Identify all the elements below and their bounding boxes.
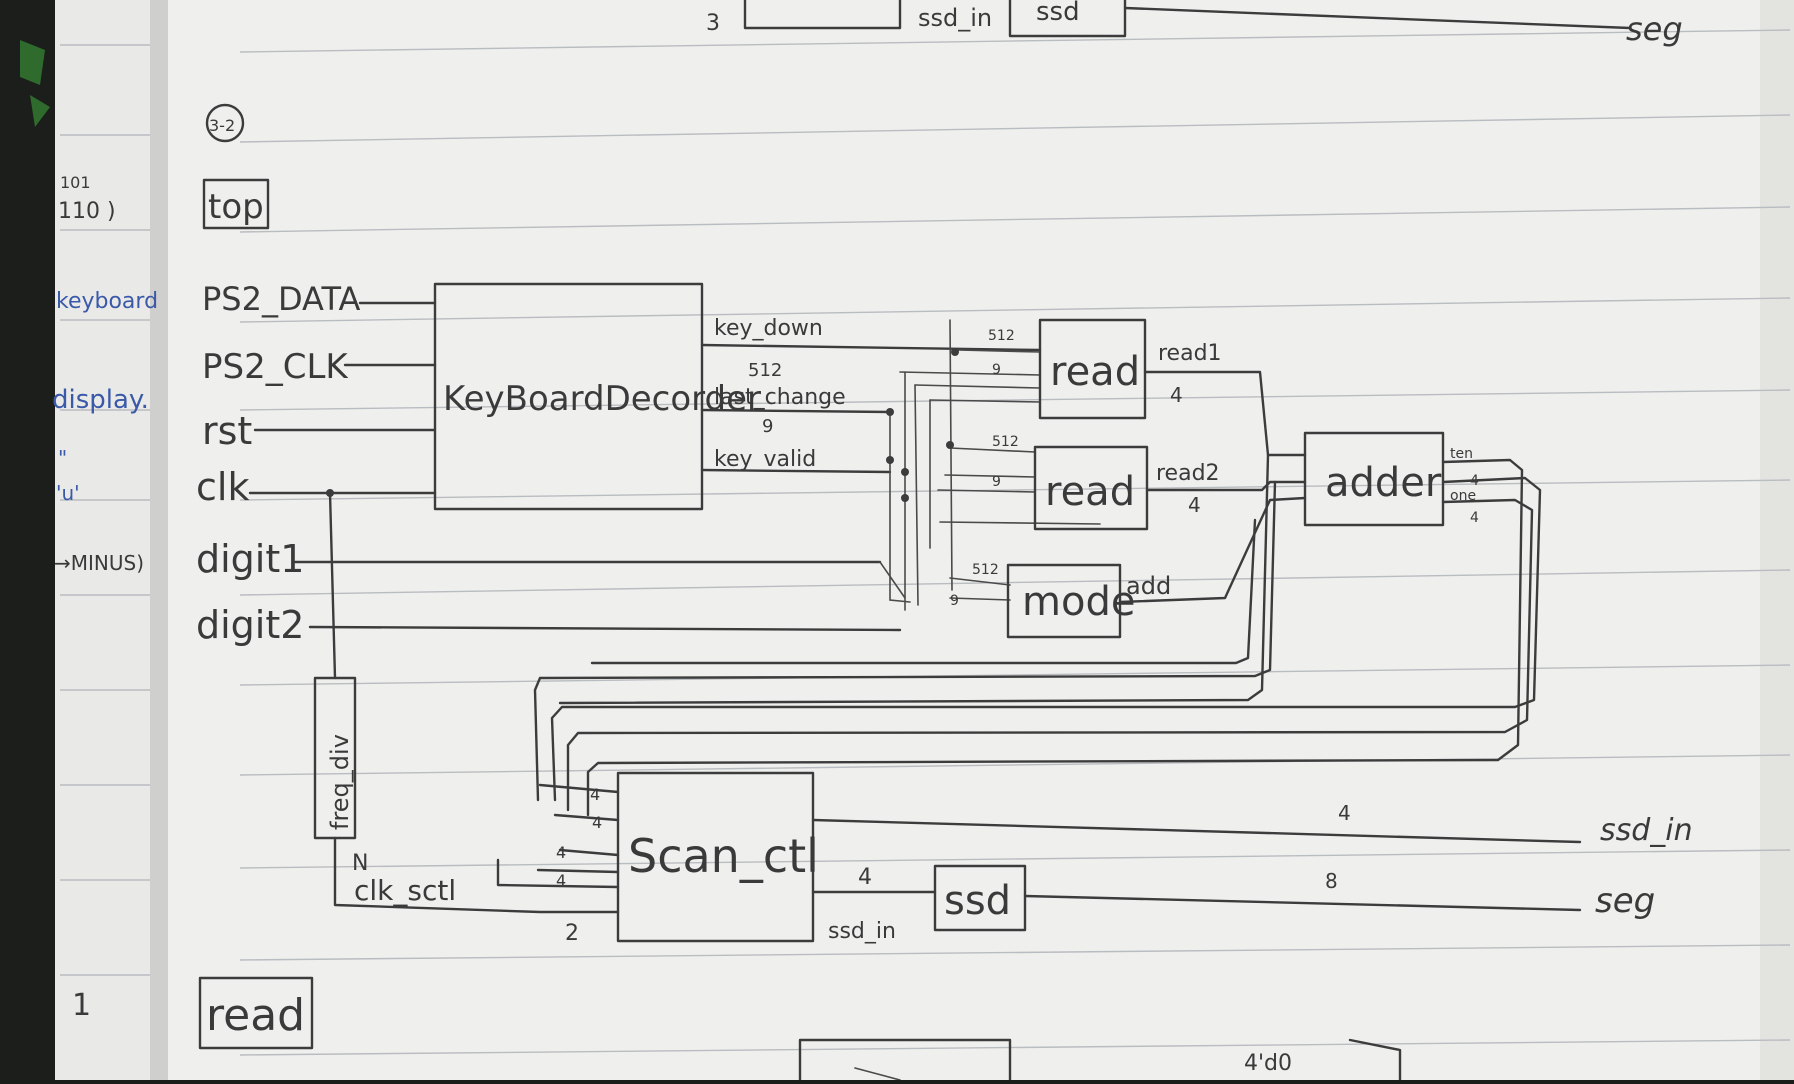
decoder-outputs: key_down last_change key_valid 512 9: [700, 316, 1042, 474]
page-gutter: [150, 0, 170, 1080]
read2-width-4: 4: [1188, 493, 1201, 517]
wire-ten: ten: [1450, 446, 1473, 462]
clk-sctl-width: 2: [565, 921, 579, 946]
wire-read1-path: [1143, 370, 1307, 457]
left-note-keyboard: keyboard: [56, 289, 158, 314]
top-fragment-block: ssd: [1036, 0, 1080, 27]
scan-width-3: 4: [556, 843, 566, 862]
wire-clk-sctl-path: [333, 836, 620, 914]
block-ssd-label: ssd: [944, 878, 1011, 924]
wire-read2: read2: [1156, 461, 1220, 486]
block-ssd: [933, 864, 1027, 932]
input-digit2: digit2: [196, 603, 304, 647]
top-fragment: 3 ssd_in ssd seg: [706, 0, 1683, 48]
bottom-fragment-box: [798, 1038, 1012, 1082]
block-scan-ctl: [616, 771, 815, 943]
output-key-down: key_down: [714, 316, 823, 341]
next-section-title: read: [206, 990, 305, 1041]
block-scan-ctl-label: Scan_ctl: [628, 829, 819, 883]
feedback-wires: [533, 453, 1542, 817]
right-page: [168, 0, 1794, 1080]
top-fragment-signal: ssd_in: [918, 4, 992, 32]
left-note-2: 110 ): [58, 199, 116, 224]
left-note-bottom: 1: [72, 988, 91, 1023]
output-seg: seg: [1595, 881, 1655, 921]
input-wires: [248, 301, 902, 680]
freq-width-n: N: [352, 851, 368, 876]
input-rst: rst: [202, 409, 252, 453]
scan-width-4: 4: [556, 871, 566, 890]
output-ssd-in: ssd_in: [1600, 813, 1693, 848]
output-last-change: last_change: [714, 385, 846, 410]
input-digit1: digit1: [196, 537, 304, 581]
input-clk: clk: [196, 465, 249, 509]
read1-width-512: 512: [988, 328, 1015, 344]
input-ps2-data: PS2_DATA: [202, 280, 361, 318]
next-section-box: [198, 976, 314, 1050]
title-box: [202, 178, 270, 230]
bottom-fragment-label: 4'd0: [1244, 1051, 1292, 1076]
block-keyboard-decoder-label: KeyBoardDecorder: [443, 379, 761, 419]
bottom-fragment-mux: [854, 1067, 901, 1081]
wire-one: one: [1450, 488, 1476, 504]
block-adder-label: adder: [1325, 460, 1442, 506]
wire-add: add: [1126, 572, 1171, 600]
wire-ssd-in-out: [811, 818, 1582, 844]
scan-inputs: 4 4 4 4: [496, 783, 620, 890]
left-note-quote: ": [58, 446, 67, 470]
scan-to-ssd-width: 4: [858, 865, 872, 890]
ssd-in-out-width: 4: [1338, 801, 1351, 825]
read2-width-9: 9: [992, 474, 1001, 490]
page-edge: [1760, 0, 1794, 1080]
mode-width-512: 512: [972, 562, 999, 578]
left-note-u: 'u': [56, 481, 80, 505]
section-marker: 3-2: [209, 116, 235, 135]
wire-read1: read1: [1158, 341, 1222, 366]
width-last-change: 512: [748, 360, 782, 381]
diagram-title: top: [208, 187, 264, 227]
seg-width: 8: [1325, 869, 1338, 893]
scan-width-1: 4: [590, 785, 600, 804]
left-page-notes: 101 110 ) keyboard display. " 'u' →MINUS…: [52, 173, 158, 1023]
read2-width-512: 512: [992, 434, 1019, 450]
left-note-display: display.: [52, 385, 149, 415]
scan-width-2: 4: [592, 813, 602, 832]
wire-scan-ssd-in: ssd_in: [828, 919, 896, 944]
read1-width-4: 4: [1170, 383, 1183, 407]
wire-add-path: [1118, 496, 1307, 604]
plant-leaf: [20, 40, 50, 127]
block-read1: [1038, 318, 1147, 420]
block-mode-label: mode: [1022, 579, 1135, 625]
left-note-1: 101: [60, 173, 91, 192]
block-adder: [1303, 431, 1445, 527]
left-page: [55, 0, 155, 1080]
bottom-fragment-mux2: [1348, 1038, 1402, 1082]
adder-width-bottom: 4: [1470, 510, 1479, 526]
output-key-valid: key_valid: [714, 447, 816, 472]
block-freq-div-label: freq_div: [326, 734, 354, 830]
block-keyboard-decoder: [433, 282, 704, 511]
width-9: 9: [762, 416, 773, 437]
top-fragment-output: seg: [1626, 10, 1683, 48]
input-ps2-clk: PS2_CLK: [202, 347, 349, 387]
input-signals: PS2_DATA PS2_CLK rst clk digit1 digit2: [196, 280, 361, 647]
block-read2: [1033, 445, 1149, 531]
wire-clk-sctl: clk_sctl: [354, 874, 456, 907]
block-read2-label: read: [1045, 469, 1135, 515]
top-fragment-width: 3: [706, 11, 720, 36]
left-note-minus: →MINUS): [54, 551, 144, 575]
block-read1-label: read: [1050, 349, 1140, 395]
read1-width-9: 9: [992, 362, 1001, 378]
wire-seg-out: [1023, 894, 1582, 912]
bus-distribution: [879, 319, 1101, 611]
wire-read2-path: [1145, 480, 1307, 492]
section-marker-circle: [205, 103, 245, 143]
mode-width-9: 9: [950, 593, 959, 609]
